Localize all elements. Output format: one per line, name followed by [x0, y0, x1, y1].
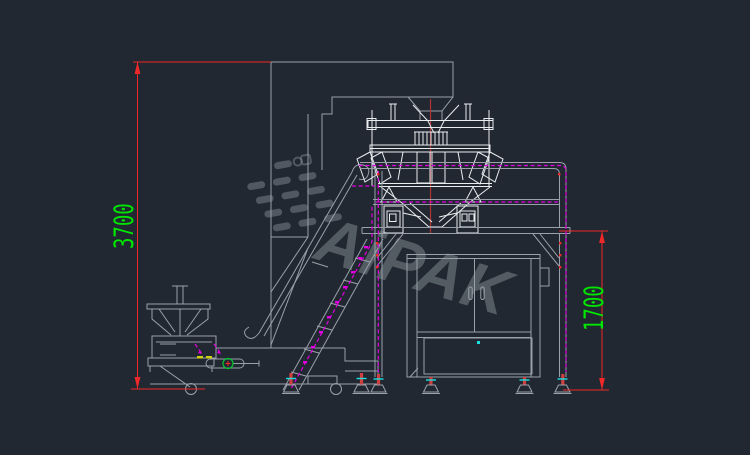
dimension-platform-height: 1700 [559, 230, 610, 391]
side-hinge-box [539, 267, 550, 287]
dimension-overall-height: 3700 [110, 61, 271, 390]
z-elevator-column [270, 61, 454, 348]
weigher-control-box-right [456, 205, 479, 234]
bolt-marks [376, 173, 562, 269]
caster-wheel [330, 383, 342, 395]
cyan-indicator-dot [477, 341, 480, 344]
safety-fence [290, 162, 567, 389]
dimension-text-3700: 3700 [110, 203, 140, 249]
multihead-weigher [356, 99, 504, 234]
base-conveyor [150, 347, 379, 395]
dimension-text-1700: 1700 [580, 285, 610, 331]
support-platform [361, 171, 571, 377]
lower-drawer-panel [423, 337, 533, 375]
watermark-logo [247, 153, 342, 232]
door-handle [468, 286, 473, 300]
watermark: AiPAK [247, 153, 523, 331]
packing-machine-cabinet [406, 254, 550, 378]
leveling-feet [282, 373, 572, 394]
motor-symbol [222, 357, 234, 370]
watermark-text: AiPAK [306, 202, 523, 331]
door-handle [480, 286, 485, 300]
feeder-hopper [146, 285, 222, 388]
fence-post-marks [303, 246, 368, 364]
feeder-yellow-mark [197, 356, 203, 359]
access-stairs [244, 164, 384, 391]
